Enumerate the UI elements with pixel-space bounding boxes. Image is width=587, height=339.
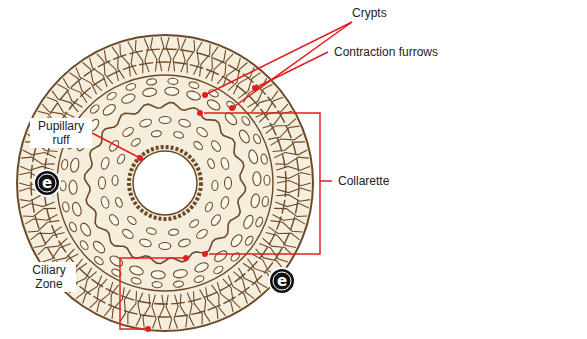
part-label: Crypts [350,5,389,21]
iris-crypts [60,78,270,288]
part-label: Pupillary ruff [30,118,92,148]
watermark-letter: e [39,175,55,191]
pupillary-ruff [129,147,201,219]
watermark-letter: e [274,273,290,289]
leader-dots [137,85,258,332]
ciliary-striations [19,37,311,329]
leader-lines [92,22,352,329]
collarette-ring [85,103,246,264]
iris-outline [17,35,313,331]
part-label: Ciliary Zone [22,262,76,292]
pupil [133,151,197,215]
part-label: Contraction furrows [332,44,440,60]
part-label: Collarette [336,173,391,189]
